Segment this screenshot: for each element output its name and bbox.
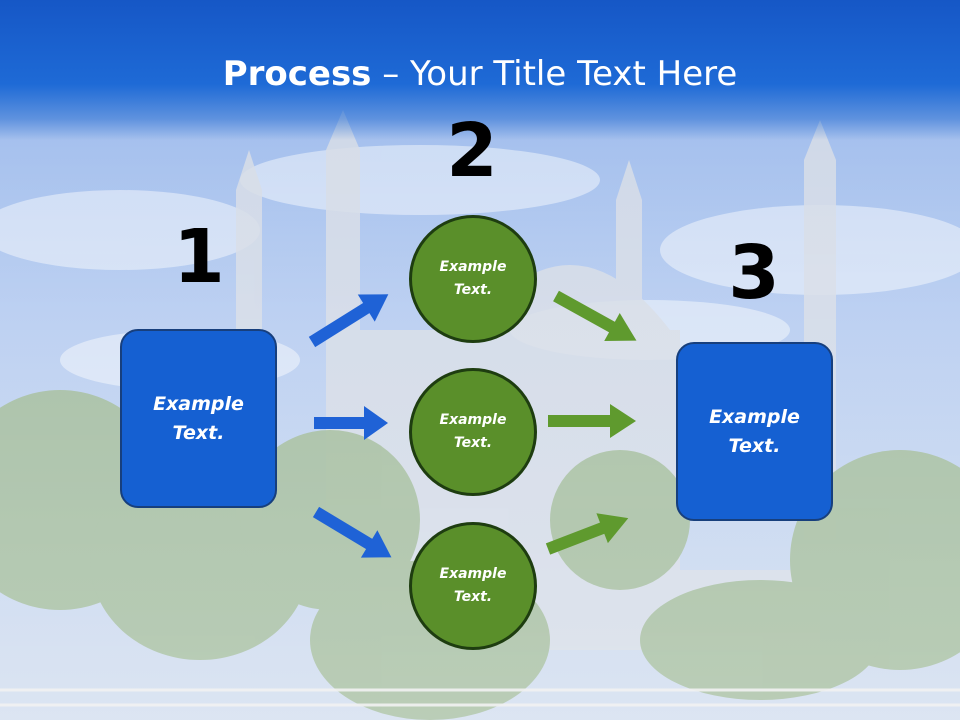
circle-text-middle: Example Text. — [439, 412, 507, 451]
page-title: Process – Your Title Text Here — [0, 52, 960, 96]
left-process-box: Example Text. — [120, 329, 277, 508]
title-rest: – Your Title Text Here — [371, 54, 738, 94]
title-bar — [0, 0, 960, 140]
circle-text-bottom: Example Text. — [439, 566, 507, 605]
process-circle-middle: Example Text. — [409, 368, 537, 496]
process-circle-bottom: Example Text. — [409, 522, 537, 650]
step-number-3: 3 — [728, 230, 780, 316]
right-process-box: Example Text. — [676, 342, 833, 521]
step-number-1: 1 — [173, 214, 225, 300]
step-number-2: 2 — [446, 108, 498, 194]
title-bold: Process — [222, 54, 372, 94]
process-circle-top: Example Text. — [409, 215, 537, 343]
left-box-text: Example Text. — [153, 392, 244, 444]
circle-text-top: Example Text. — [439, 259, 507, 298]
right-box-text: Example Text. — [709, 405, 800, 457]
